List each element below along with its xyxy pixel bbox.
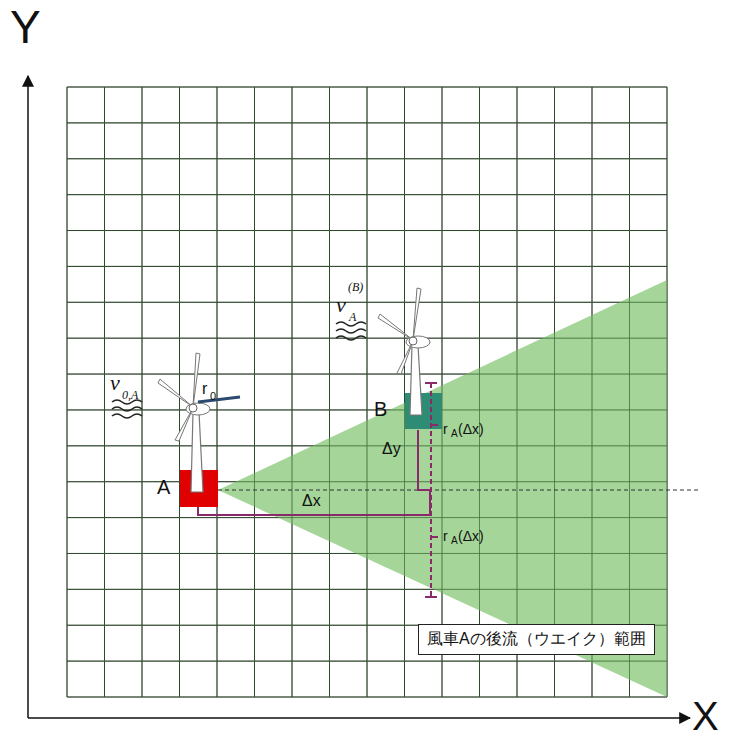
velocity-symbol: v — [110, 372, 120, 394]
wake-centerline — [218, 490, 700, 491]
velocity-symbol: v — [336, 294, 346, 316]
axis-label: X — [692, 696, 719, 736]
y-axis — [27, 76, 29, 718]
radius-symbol: r — [202, 381, 207, 397]
turbine-label: A — [157, 477, 170, 497]
wind-symbols — [112, 322, 366, 418]
radius-argument: (Δx) — [458, 422, 484, 436]
radius-subscript: A — [451, 429, 458, 439]
velocity-superscript: (B) — [348, 281, 363, 293]
radius-symbol: r — [443, 529, 448, 543]
turbine-label: B — [374, 399, 387, 419]
velocity-subscript: 0,A — [122, 389, 138, 401]
x-axis — [28, 717, 690, 719]
dimension-lines — [198, 383, 438, 597]
turbine-b — [378, 288, 430, 415]
turbine-a — [158, 353, 240, 492]
dimension-label: Δx — [302, 493, 321, 509]
axis-label: Y — [10, 4, 41, 50]
dimension-label: Δy — [382, 441, 401, 457]
radius-symbol: r — [443, 422, 448, 436]
legend-box: 風車Aの後流（ウエイク）範囲 — [418, 624, 655, 655]
radius-argument: (Δx) — [458, 529, 484, 543]
box-text: 風車Aの後流（ウエイク）範囲 — [427, 629, 646, 650]
grid — [67, 87, 667, 697]
radius-subscript: A — [451, 536, 458, 546]
radius-subscript: 0 — [210, 391, 216, 402]
velocity-subscript: A — [349, 311, 356, 323]
grid-overlay — [67, 87, 667, 697]
